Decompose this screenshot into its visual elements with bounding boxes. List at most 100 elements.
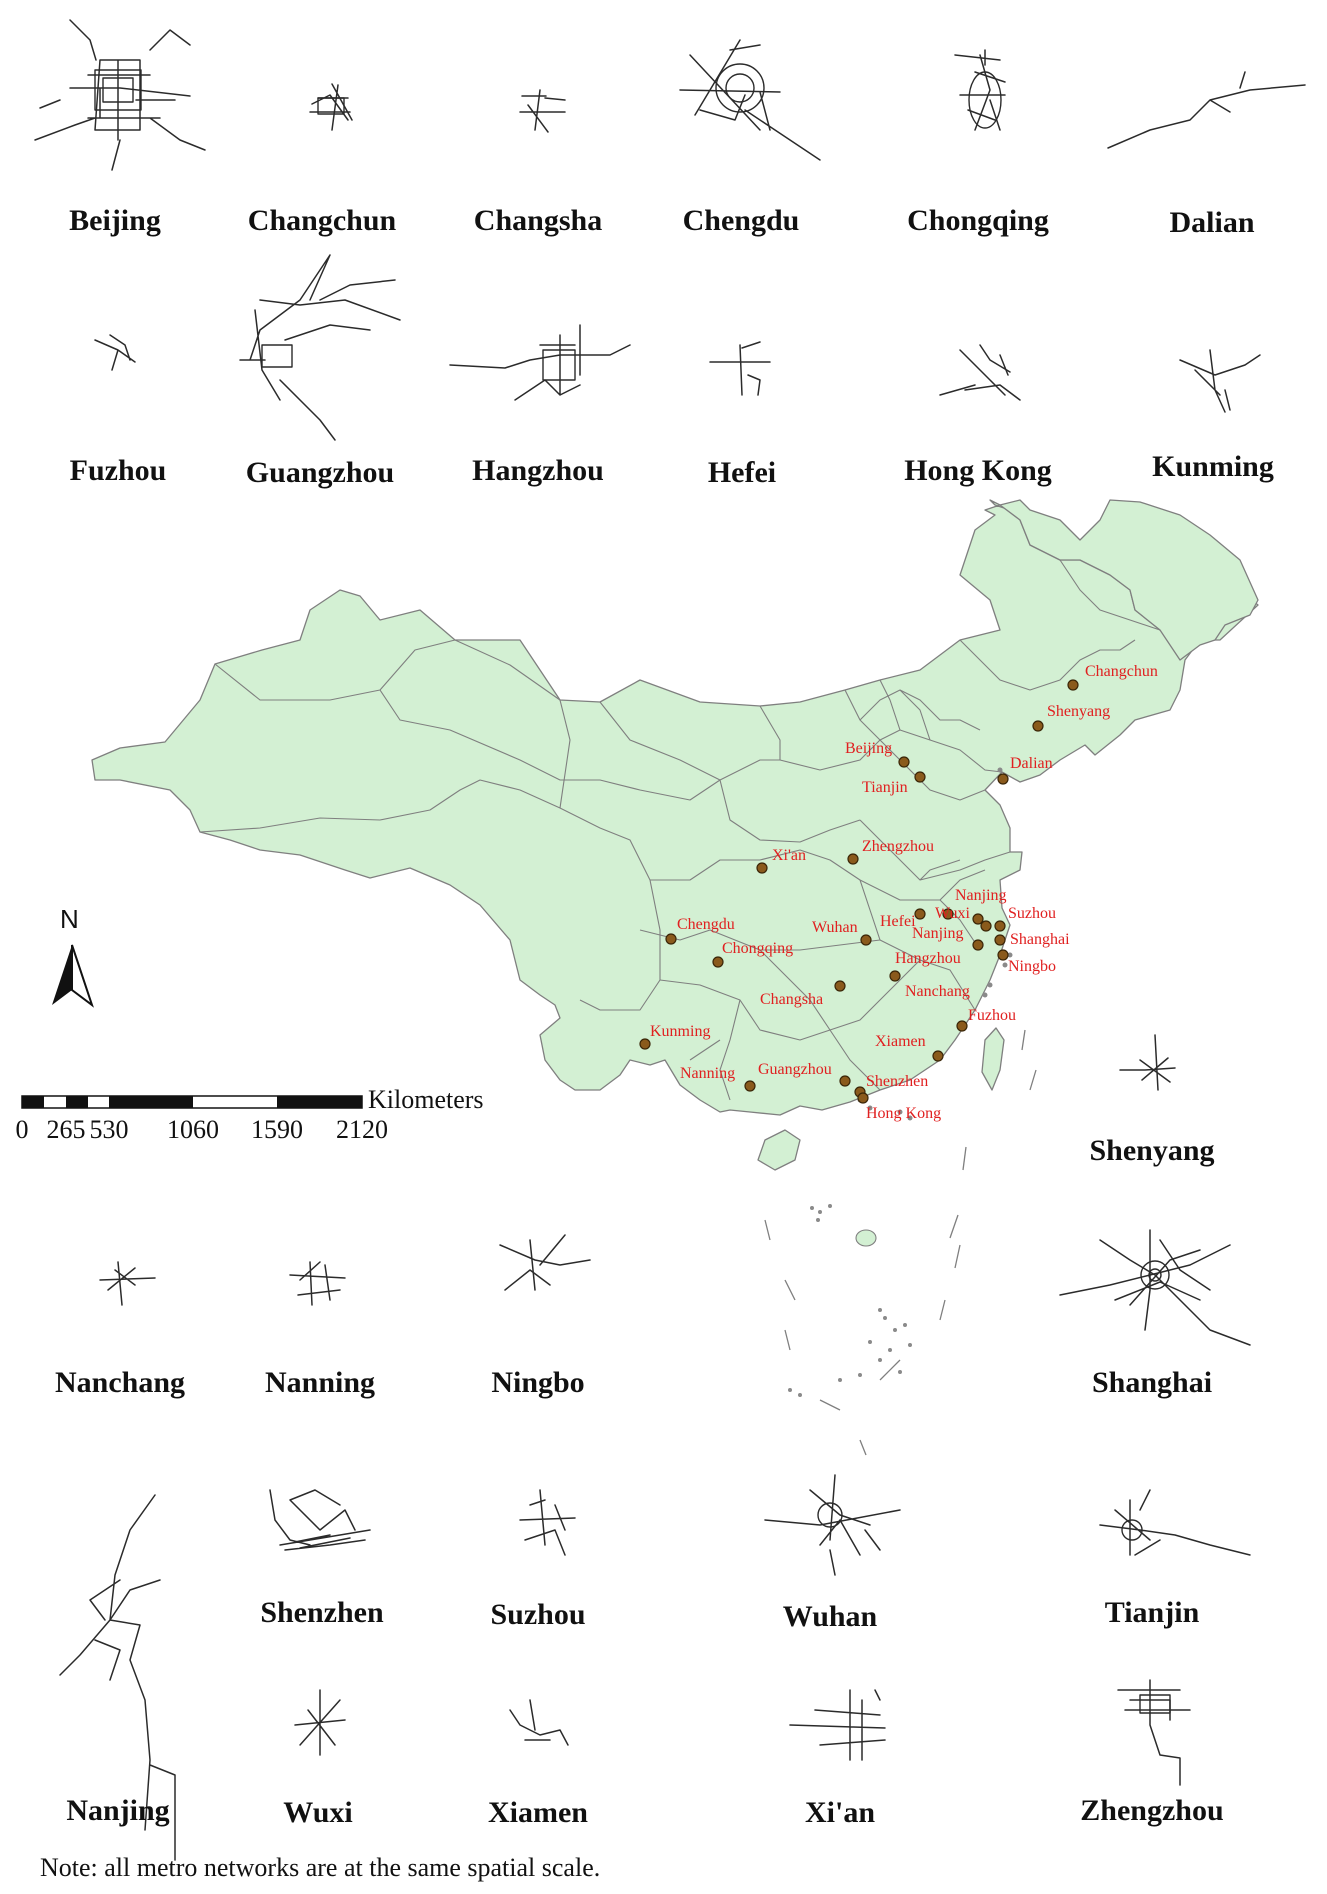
map-label-beijing: Beijing	[845, 740, 892, 757]
province-borders	[199, 559, 1161, 1101]
map-label-changchun: Changchun	[1085, 663, 1158, 680]
metro-network-hefei	[709, 341, 771, 396]
metro-network-shenzhen	[269, 1489, 371, 1551]
map-label-nanjing-2: Nanjing	[912, 925, 964, 942]
scale-tick-265: 265	[47, 1115, 86, 1144]
metro-label-changchun: Changchun	[248, 204, 397, 237]
metro-network-kunming	[1179, 349, 1261, 413]
map-label-kunming: Kunming	[650, 1023, 710, 1040]
metro-label-changsha: Changsha	[474, 204, 602, 237]
metro-network-wuhan	[764, 1474, 901, 1576]
metro-network-hongkong	[939, 344, 1021, 401]
metro-label-hangzhou: Hangzhou	[472, 454, 604, 487]
hainan-island	[757, 1129, 801, 1171]
metro-label-hongkong: Hong Kong	[904, 454, 1052, 487]
dot-dalian	[997, 773, 1009, 785]
dot-shenyang	[1032, 720, 1044, 732]
map-label-suzhou: Suzhou	[1008, 905, 1056, 922]
metro-network-tianjin	[1099, 1489, 1251, 1556]
metro-network-hangzhou	[449, 324, 631, 401]
map-label-shenyang: Shenyang	[1047, 703, 1110, 720]
dot-hangzhou	[972, 939, 984, 951]
map-label-wuxi: Wuxi	[935, 905, 970, 922]
metro-network-ningbo	[499, 1234, 591, 1291]
metro-label-beijing: Beijing	[69, 204, 161, 237]
dot-tianjin	[914, 771, 926, 783]
metro-network-wuxi	[294, 1689, 346, 1756]
map-label-nanjing: Nanjing	[955, 887, 1007, 904]
dot-nanchang	[889, 970, 901, 982]
dot-nanjing-2	[980, 920, 992, 932]
metro-label-tianjin: Tianjin	[1105, 1596, 1200, 1629]
scale-tick-1060: 1060	[167, 1115, 219, 1144]
map-label-ningbo: Ningbo	[1008, 958, 1056, 975]
metro-network-fuzhou	[94, 334, 136, 371]
metro-network-shenyang	[1119, 1034, 1176, 1091]
metro-label-dalian: Dalian	[1169, 206, 1254, 239]
metro-label-shenyang: Shenyang	[1089, 1134, 1214, 1167]
scale-tick-2120: 2120	[336, 1115, 388, 1144]
city-dots	[639, 679, 1079, 1104]
map-label-dalian: Dalian	[1010, 755, 1053, 772]
dot-beijing	[898, 756, 910, 768]
china-map: Changchun Shenyang Beijing Dalian Tianji…	[91, 499, 1259, 1456]
dot-zhengzhou	[847, 853, 859, 865]
dot-hongkong	[857, 1092, 869, 1104]
dot-nanning	[744, 1080, 756, 1092]
map-label-nanchang: Nanchang	[905, 983, 970, 1000]
scale-unit: Kilometers	[368, 1085, 484, 1114]
metro-label-wuxi: Wuxi	[283, 1796, 352, 1829]
map-label-wuhan: Wuhan	[812, 919, 858, 936]
metro-label-suzhou: Suzhou	[490, 1598, 585, 1631]
dot-changchun	[1067, 679, 1079, 691]
map-label-hangzhou: Hangzhou	[895, 950, 961, 967]
metro-label-xiamen: Xiamen	[488, 1796, 588, 1829]
north-arrow-left-half	[52, 945, 72, 1005]
metro-network-chongqing	[954, 49, 1006, 131]
map-label-zhengzhou: Zhengzhou	[862, 838, 934, 855]
map-label-nanning: Nanning	[680, 1065, 735, 1082]
north-label: N	[60, 904, 79, 934]
metro-label-chongqing: Chongqing	[907, 204, 1049, 237]
metro-label-shanghai: Shanghai	[1092, 1366, 1212, 1399]
metro-network-dalian	[1107, 71, 1306, 149]
dot-hefei	[914, 908, 926, 920]
dot-xiamen	[932, 1050, 944, 1062]
footnote: Note: all metro networks are at the same…	[40, 1853, 600, 1882]
scale-tick-530: 530	[90, 1115, 129, 1144]
dot-wuxi	[942, 908, 954, 920]
metro-label-nanchang: Nanchang	[55, 1366, 185, 1399]
scale-tick-0: 0	[16, 1115, 29, 1144]
map-label-chengdu: Chengdu	[677, 916, 735, 933]
dot-kunming	[639, 1038, 651, 1050]
metro-network-changsha	[519, 89, 566, 133]
metro-network-changchun	[309, 83, 353, 131]
metro-network-beijing	[34, 19, 206, 171]
map-label-shenzhen: Shenzhen	[866, 1073, 928, 1090]
china-northeast	[999, 499, 1259, 661]
dot-shanghai	[994, 934, 1006, 946]
scale-bar: Kilometers 0 265 530 1060 1590 2120	[16, 1085, 484, 1144]
metro-network-xian	[789, 1689, 886, 1761]
map-label-tianjin: Tianjin	[862, 779, 908, 796]
north-arrow: N	[52, 904, 94, 1008]
metro-label-guangzhou: Guangzhou	[246, 456, 394, 489]
dot-wuhan	[860, 934, 872, 946]
map-label-chongqing: Chongqing	[722, 940, 793, 957]
dot-chengdu	[665, 933, 677, 945]
dot-suzhou	[994, 920, 1006, 932]
metro-network-zhengzhou	[1117, 1679, 1191, 1786]
china-mainland	[91, 499, 1259, 1116]
metro-label-nanning: Nanning	[265, 1366, 375, 1399]
metro-network-shanghai	[1059, 1229, 1251, 1346]
metro-label-fuzhou: Fuzhou	[70, 454, 167, 487]
metro-network-xiamen	[509, 1699, 569, 1746]
metro-label-xian: Xi'an	[805, 1796, 875, 1829]
taiwan-island	[981, 1027, 1005, 1091]
metro-network-suzhou	[519, 1489, 576, 1556]
dot-xian	[756, 862, 768, 874]
dot-guangzhou	[839, 1075, 851, 1087]
metro-network-nanjing	[59, 1494, 176, 1861]
metro-network-guangzhou	[239, 254, 401, 441]
